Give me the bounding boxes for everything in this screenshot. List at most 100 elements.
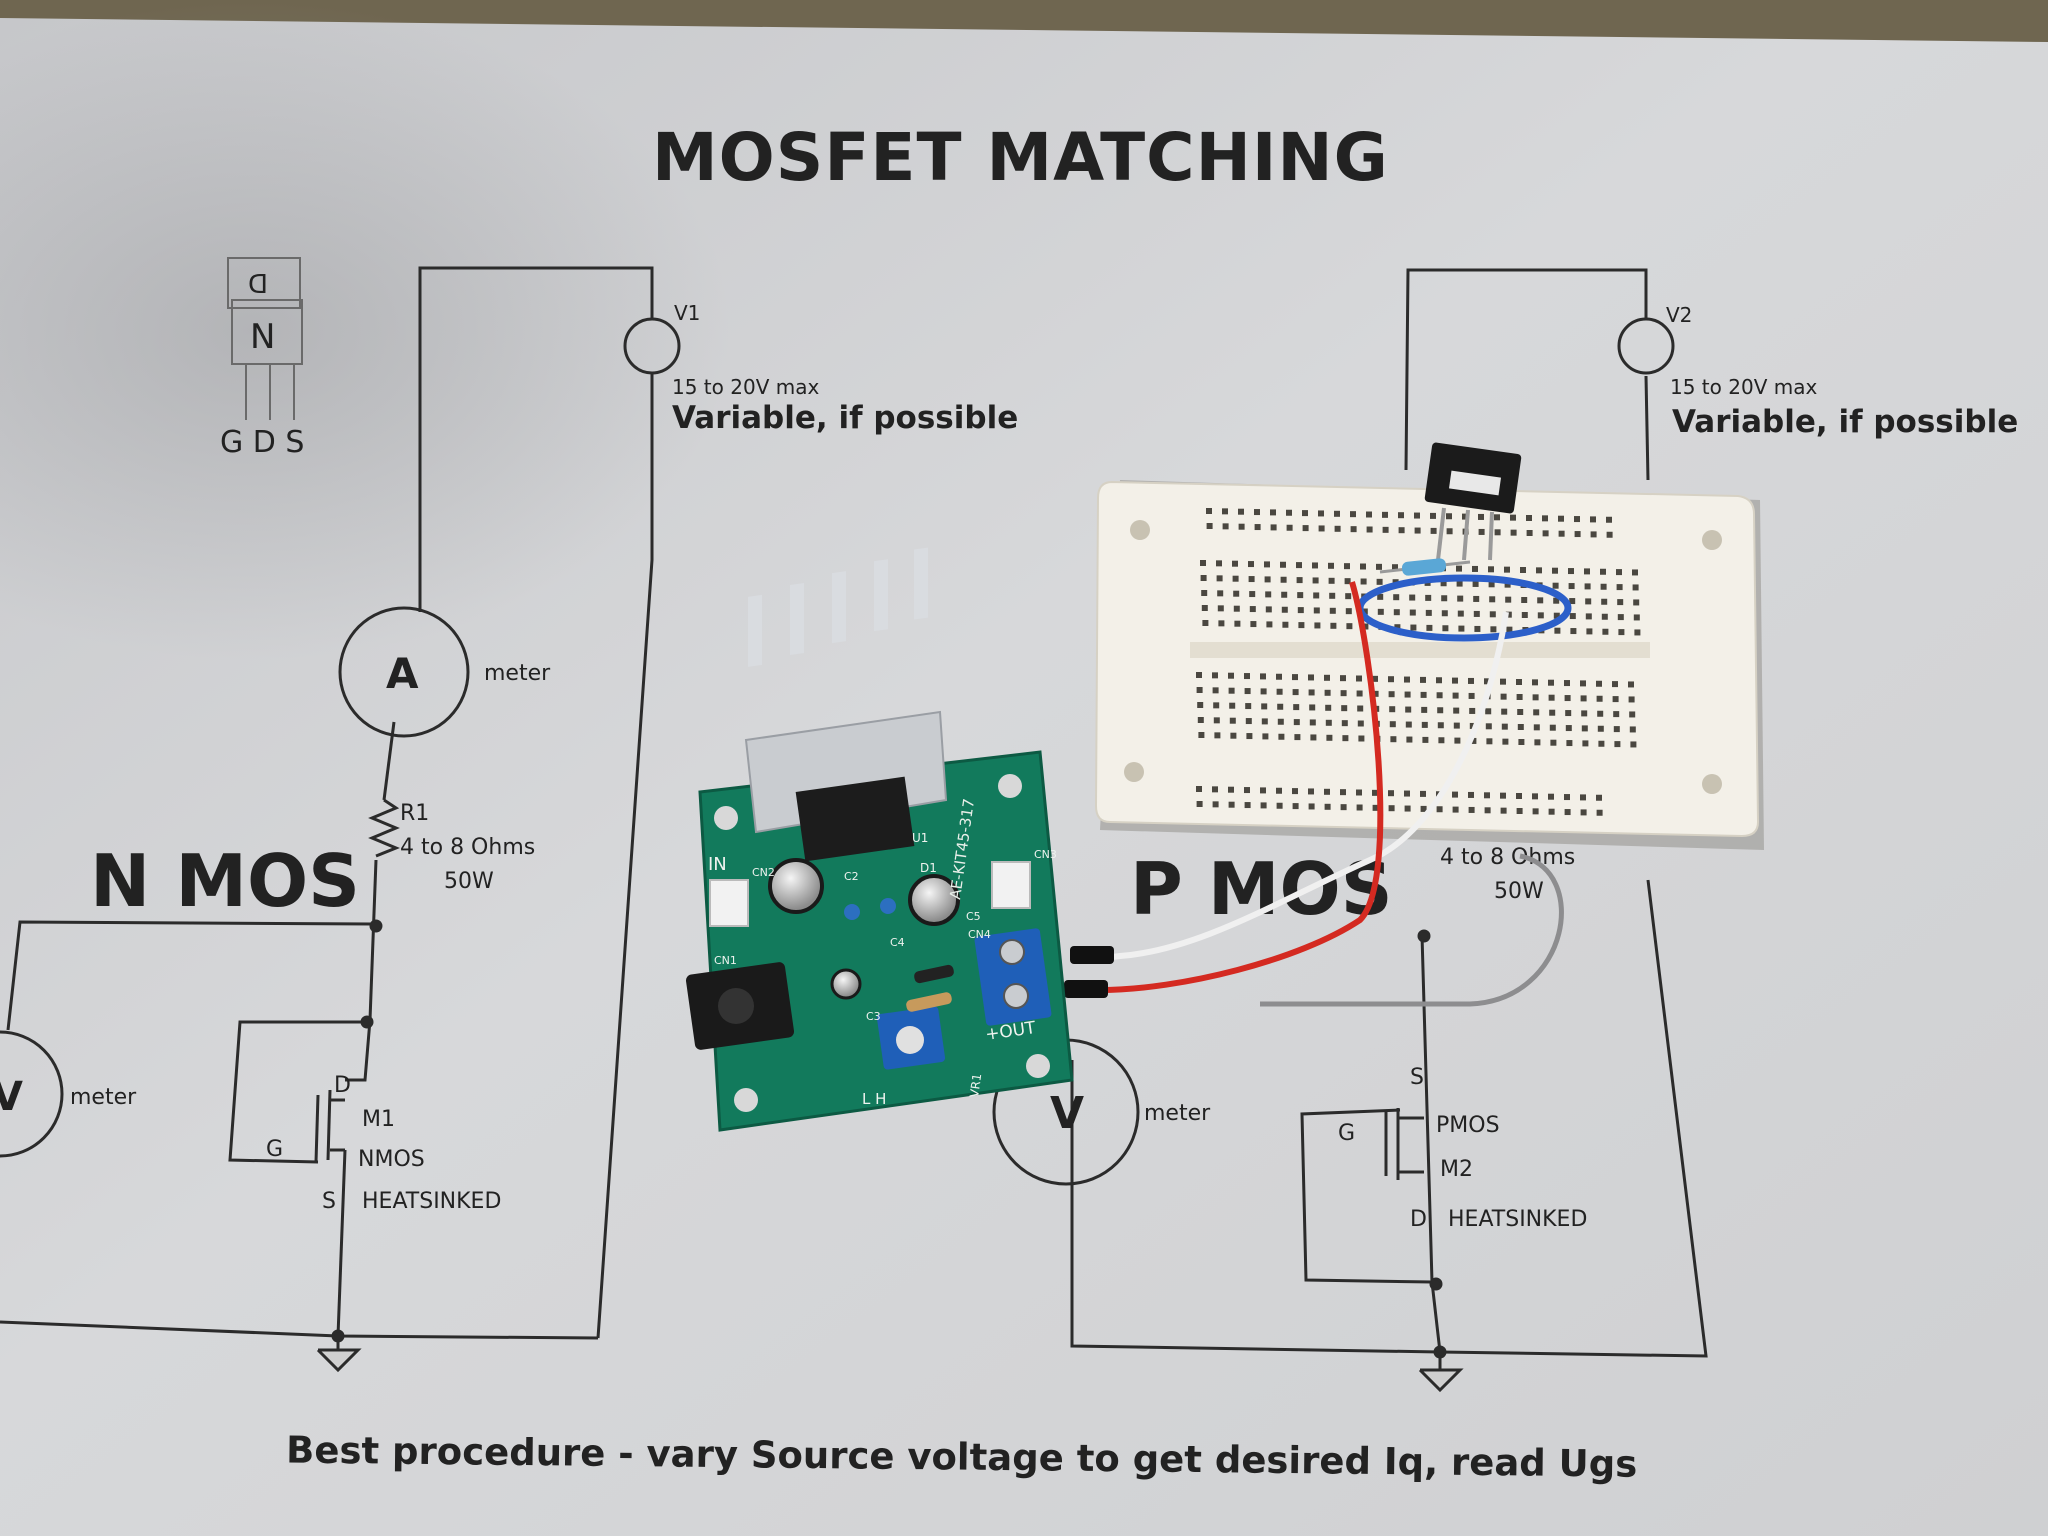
breadboard-hole — [1388, 805, 1395, 812]
breadboard-hole — [1246, 733, 1253, 740]
breadboard-hole — [1629, 711, 1636, 718]
breadboard-hole — [1325, 704, 1332, 711]
breadboard-hole — [1468, 806, 1475, 813]
breadboard-hole — [1534, 739, 1541, 746]
left-meter-wire — [6, 920, 373, 1031]
breadboard-hole — [1282, 621, 1289, 628]
breadboard-hole — [1389, 706, 1396, 713]
breadboard-hole — [1582, 740, 1589, 747]
breadboard-hole — [1484, 792, 1490, 799]
breadboard-hole — [1206, 508, 1212, 514]
breadboard-hole — [1382, 526, 1389, 533]
breadboard-hole — [1278, 733, 1285, 740]
breadboard-hole — [1217, 590, 1224, 597]
breadboard-hole — [1596, 680, 1602, 687]
breadboard-hole — [1596, 794, 1602, 801]
breadboard-hole — [1462, 513, 1468, 520]
breadboard-hole — [1200, 560, 1206, 566]
breadboard-hole — [1484, 807, 1491, 814]
breadboard-hole — [1388, 676, 1394, 683]
breadboard-hole — [1597, 710, 1604, 717]
capacitor-small — [830, 968, 862, 1000]
breadboard-hole — [1613, 711, 1620, 718]
breadboard-hole — [1454, 737, 1461, 744]
breadboard-hole — [1472, 580, 1479, 587]
breadboard-hole — [1421, 721, 1428, 728]
breadboard-hole — [1318, 525, 1325, 532]
breadboard-hole — [1229, 717, 1236, 724]
breadboard-hole — [1270, 524, 1277, 531]
m2-mount: HEATSINKED — [1448, 1207, 1587, 1232]
breadboard-hole — [1326, 734, 1333, 741]
breadboard-hole — [1426, 624, 1433, 631]
breadboard-hole — [1500, 807, 1507, 814]
breadboard-hole — [1382, 511, 1388, 518]
breadboard-hole — [1260, 787, 1266, 794]
m1-type: NMOS — [358, 1147, 425, 1172]
breadboard-hole — [1346, 623, 1353, 630]
r1-value: 4 to 8 Ohms — [400, 835, 535, 860]
breadboard-hole — [1628, 681, 1634, 688]
left-resistor-lead — [368, 859, 378, 1021]
breadboard-hole — [1500, 678, 1506, 685]
breadboard-hole — [1517, 709, 1524, 715]
v1-source-symbol — [623, 317, 681, 375]
breadboard-hole — [1488, 566, 1494, 573]
breadboard-hole — [1260, 802, 1267, 809]
breadboard-hole — [1308, 803, 1315, 810]
m2-d-label: D — [1410, 1207, 1427, 1232]
breadboard-hole — [1218, 620, 1225, 627]
breadboard-hole — [1324, 803, 1331, 810]
r2-power: 50W — [1494, 879, 1544, 904]
breadboard-hole — [1542, 515, 1548, 522]
breadboard-hole — [1345, 593, 1352, 600]
breadboard-hole — [1212, 687, 1219, 694]
m2-s-label: S — [1410, 1065, 1424, 1090]
breadboard-hole — [1633, 599, 1640, 606]
pcb-cn4-label: CN4 — [968, 928, 991, 941]
breadboard-hole — [1634, 629, 1641, 636]
breadboard-hole — [1617, 599, 1624, 606]
breadboard-hole — [1564, 695, 1571, 702]
breadboard-hole — [1341, 705, 1348, 712]
breadboard-hole — [1489, 596, 1496, 603]
breadboard-hole — [1585, 598, 1592, 605]
breadboard-hole — [1276, 673, 1282, 680]
breadboard-hole — [1632, 569, 1638, 576]
breadboard-hole — [1580, 809, 1587, 816]
breadboard-hole — [1356, 675, 1362, 682]
breadboard-hole — [1360, 578, 1367, 585]
breadboard-hole — [1292, 788, 1298, 795]
breadboard-hole — [1248, 576, 1255, 583]
breadboard-hole — [1276, 802, 1283, 809]
breadboard-hole — [1500, 693, 1507, 700]
breadboard-hole — [1216, 575, 1223, 582]
breadboard-hole — [1294, 734, 1301, 741]
breadboard-hole — [1446, 528, 1453, 535]
breadboard-hole — [1277, 718, 1284, 725]
ammeter-symbol — [338, 606, 470, 738]
r1-zigzag — [368, 798, 400, 858]
breadboard-hole — [1430, 527, 1437, 534]
breadboard-hole — [1612, 681, 1618, 688]
breadboard-hole — [1602, 628, 1609, 635]
breadboard-hole — [1478, 528, 1485, 535]
breadboard-hole — [1201, 605, 1208, 611]
breadboard-hole — [1438, 737, 1445, 744]
red-wire — [1099, 581, 1384, 993]
breadboard-hole — [1394, 624, 1401, 631]
breadboard-hole — [1520, 567, 1526, 573]
breadboard-hole — [1574, 516, 1580, 523]
breadboard-hole — [1250, 621, 1257, 628]
grey-wire — [1260, 853, 1564, 1007]
breadboard-hole — [1484, 678, 1490, 685]
breadboard-hole — [1377, 608, 1384, 615]
breadboard-resistor — [1379, 558, 1471, 576]
breadboard-hole — [1404, 805, 1411, 812]
breadboard-hole — [1553, 612, 1560, 619]
breadboard-hole — [1533, 709, 1540, 716]
breadboard-hole — [1398, 512, 1404, 519]
breadboard-hole — [1232, 575, 1239, 582]
breadboard-hole — [1286, 509, 1292, 516]
breadboard-hole — [1596, 695, 1603, 702]
